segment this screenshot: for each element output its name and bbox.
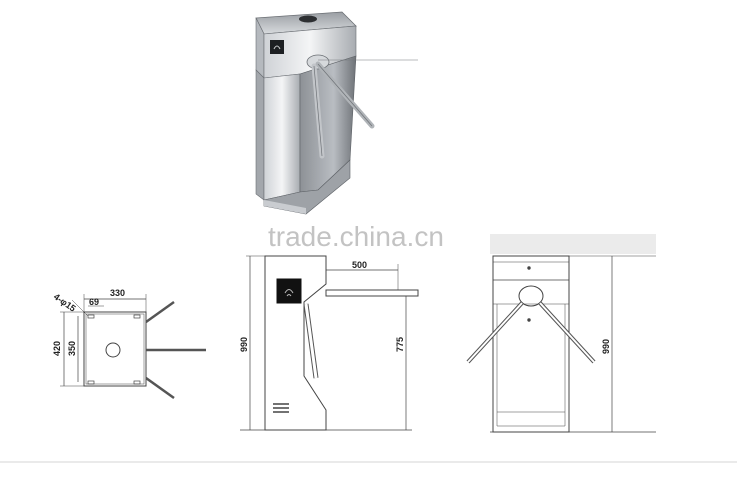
header-band <box>490 234 656 254</box>
front-view-drawing <box>466 255 656 433</box>
top-view-drawing <box>60 294 206 400</box>
dim-side-total-height: 990 <box>239 337 249 352</box>
card-reader-icon <box>270 40 284 54</box>
dim-top-inner-depth: 350 <box>67 341 77 356</box>
turnstile-photo <box>255 11 421 215</box>
dim-top-width: 330 <box>110 288 125 298</box>
dim-front-total-height: 990 <box>601 339 611 354</box>
dim-hole-spec: 4-φ15 <box>52 291 78 313</box>
dim-side-arm-length: 500 <box>352 260 367 270</box>
dim-top-offset: 69 <box>89 297 99 307</box>
dim-top-outer-depth: 420 <box>52 341 62 356</box>
watermark-text: trade.china.cn <box>268 221 444 252</box>
dim-side-arm-height: 775 <box>395 337 405 352</box>
side-view-drawing <box>240 255 419 431</box>
